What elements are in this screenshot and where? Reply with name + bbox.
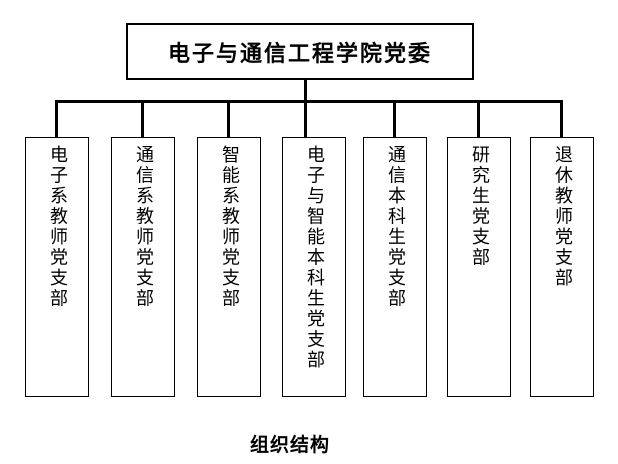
branch-node-box: 研究生党支部 bbox=[447, 137, 511, 397]
branch-node-box: 退休教师党支部 bbox=[530, 137, 594, 397]
connector-drop-line bbox=[55, 100, 58, 137]
branch-node-label: 通信本科生党支部 bbox=[385, 145, 406, 309]
branch-node-label: 通信系教师党支部 bbox=[133, 145, 154, 309]
branch-node-box: 智能系教师党支部 bbox=[197, 137, 261, 397]
branch-node-box: 通信系教师党支部 bbox=[111, 137, 175, 397]
branch-node-box: 电子与智能本科生党支部 bbox=[282, 137, 346, 397]
branch-node-label: 研究生党支部 bbox=[469, 145, 490, 268]
connector-drop-line bbox=[477, 100, 480, 137]
connector-trunk-line bbox=[304, 79, 307, 137]
branch-node-box: 电子系教师党支部 bbox=[25, 137, 89, 397]
branch-node-label: 电子与智能本科生党支部 bbox=[304, 145, 325, 371]
branch-node-label: 智能系教师党支部 bbox=[219, 145, 240, 309]
connector-drop-line bbox=[227, 100, 230, 137]
connector-drop-line bbox=[141, 100, 144, 137]
connector-drop-line bbox=[393, 100, 396, 137]
chart-caption: 组织结构 bbox=[250, 434, 331, 456]
branch-node-label: 电子系教师党支部 bbox=[47, 145, 68, 309]
root-node-label: 电子与通信工程学院党委 bbox=[167, 40, 432, 67]
branch-node-box: 通信本科生党支部 bbox=[363, 137, 427, 397]
connector-horizontal-line bbox=[56, 100, 563, 103]
root-node-box: 电子与通信工程学院党委 bbox=[126, 23, 474, 80]
branch-node-label: 退休教师党支部 bbox=[552, 145, 573, 289]
connector-drop-line bbox=[560, 100, 563, 137]
